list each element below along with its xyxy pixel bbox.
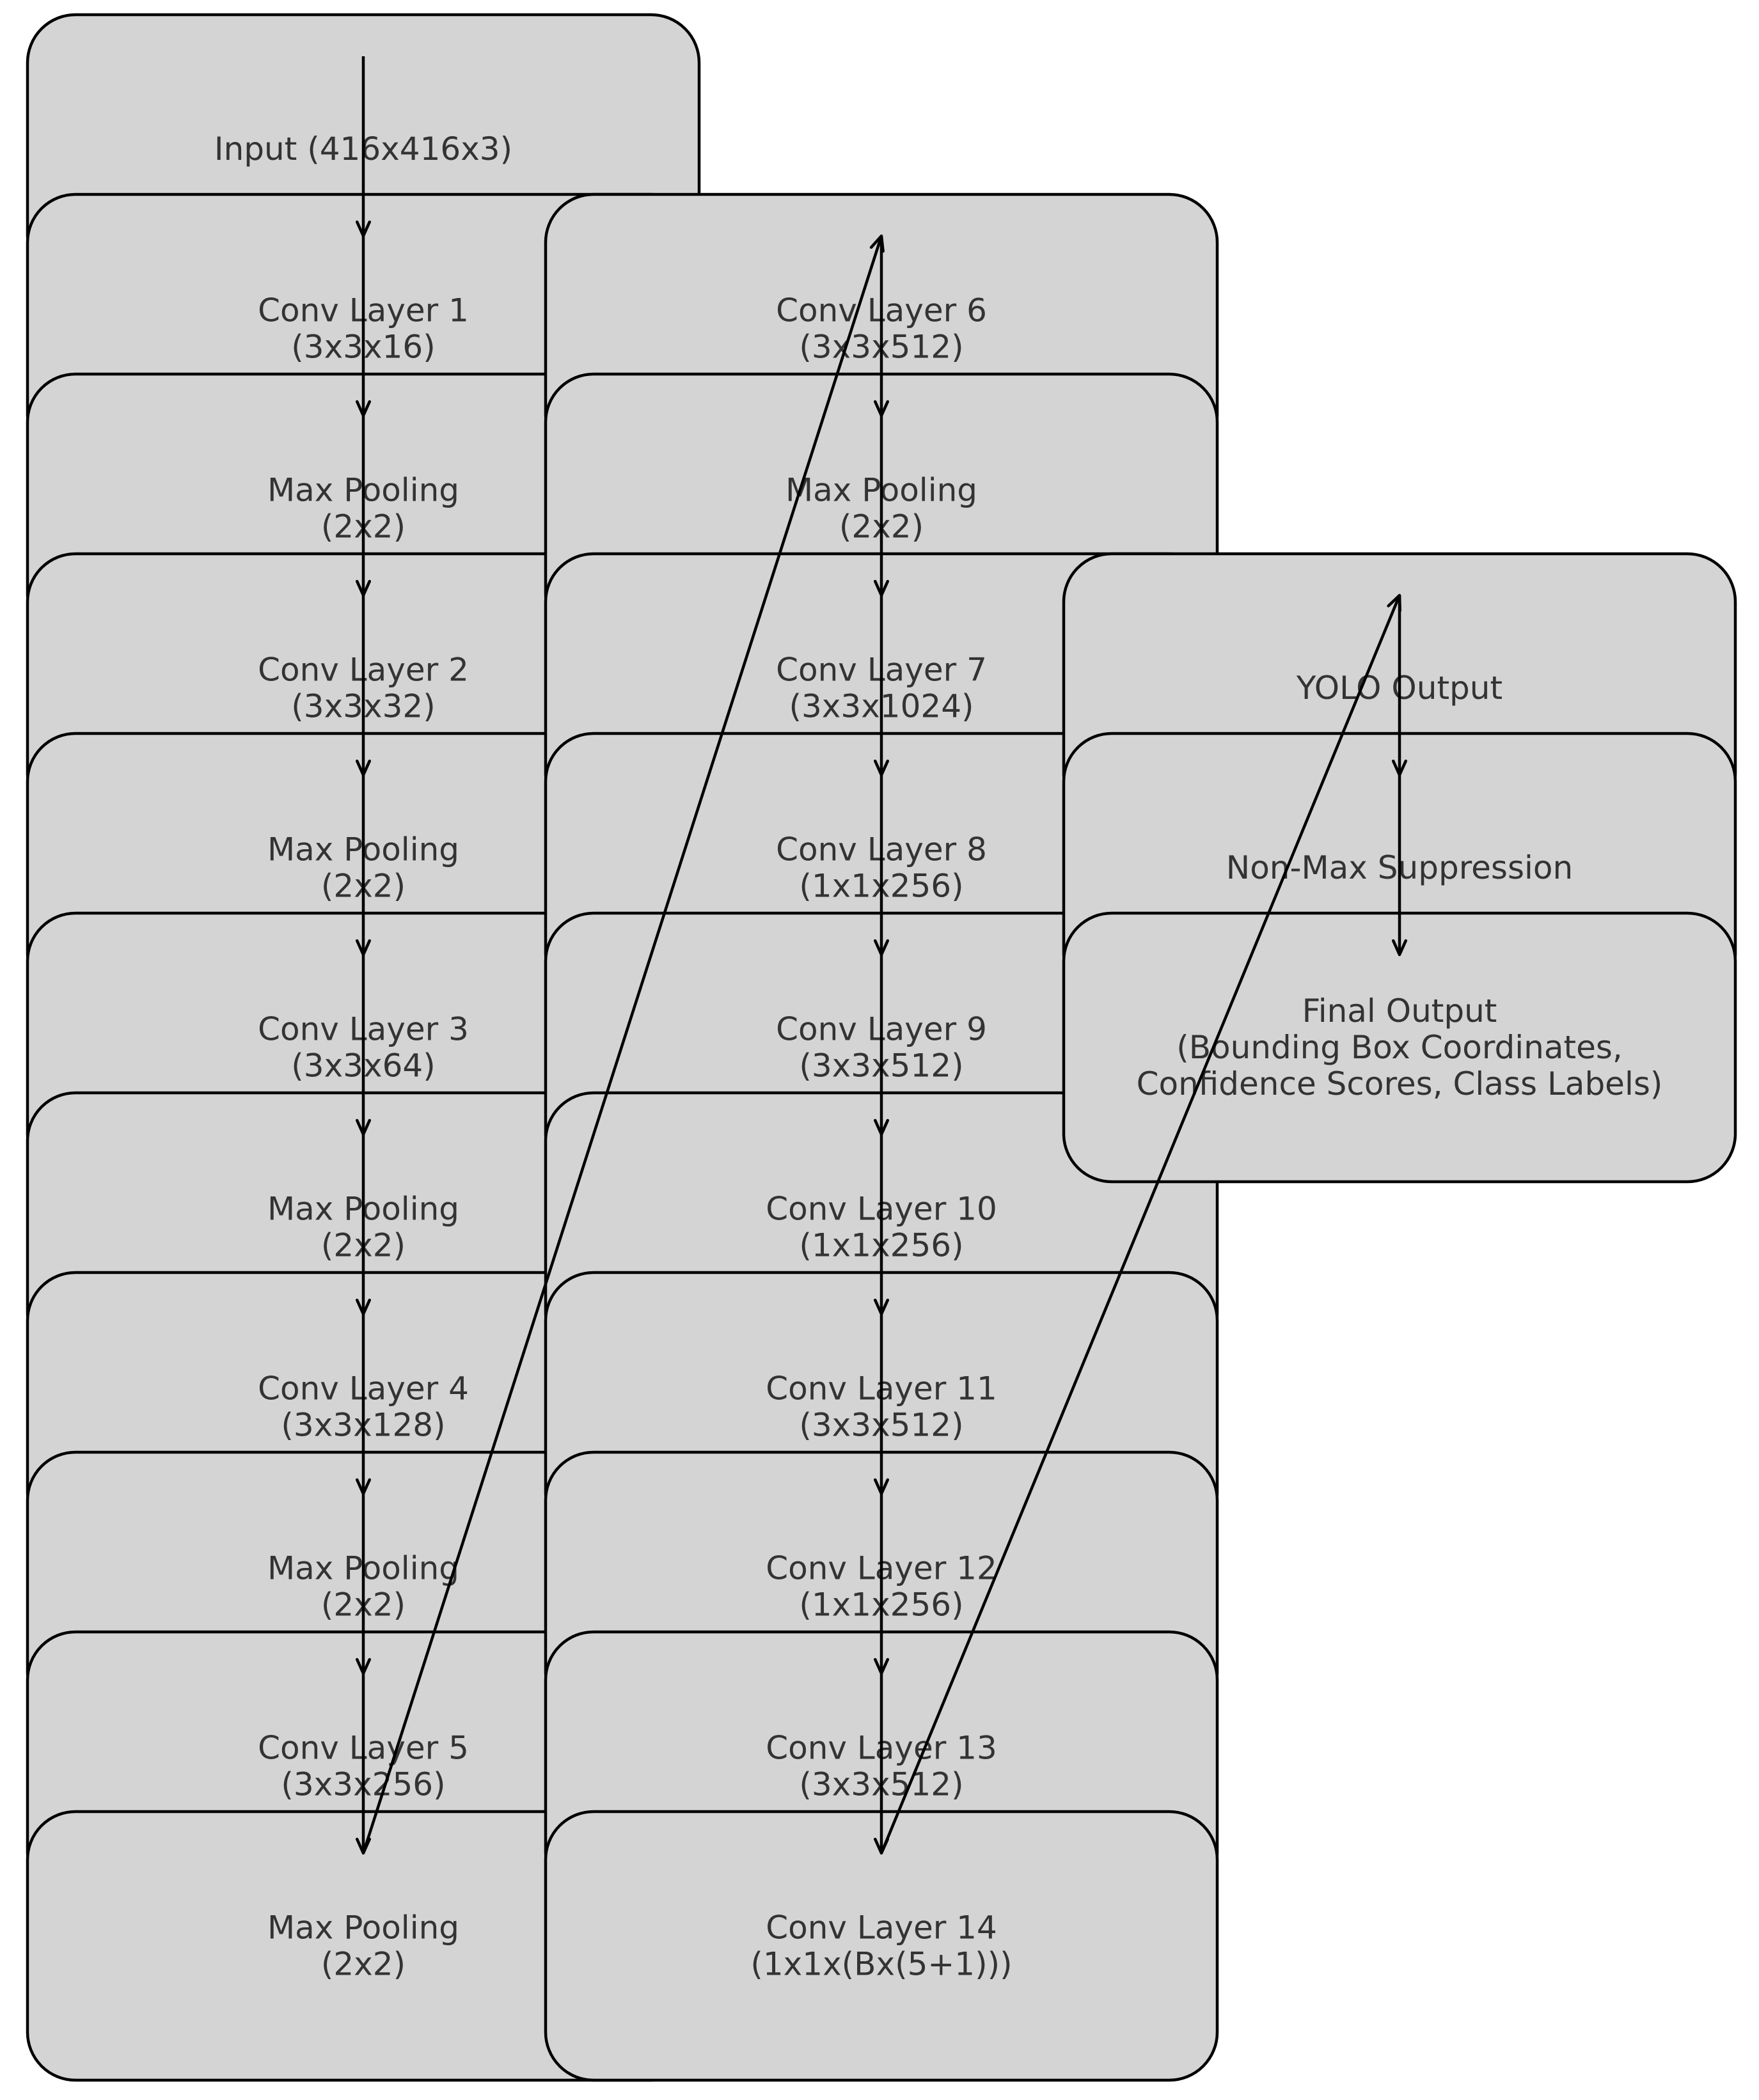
node-label-line: Max Pooling — [267, 1909, 459, 1947]
edge-nms-to-final — [1391, 775, 1408, 957]
node-label-line: Conv Layer 14 — [766, 1909, 997, 1947]
node-label-pool5: Max Pooling(2x2) — [267, 1909, 459, 1983]
arrowhead-icon — [1391, 939, 1408, 957]
node-label-line: Final Output — [1302, 992, 1497, 1030]
node-label-final: Final Output(Bounding Box Coordinates,Co… — [1137, 992, 1663, 1102]
node-label-line: Confidence Scores, Class Labels) — [1137, 1065, 1663, 1102]
node-label-line: (Bounding Box Coordinates, — [1176, 1029, 1623, 1066]
node-label-conv14: Conv Layer 14(1x1x(Bx(5+1))) — [750, 1909, 1012, 1983]
node-label-line: (2x2) — [321, 1946, 406, 1983]
node-label-line: (1x1x(Bx(5+1))) — [750, 1946, 1012, 1983]
